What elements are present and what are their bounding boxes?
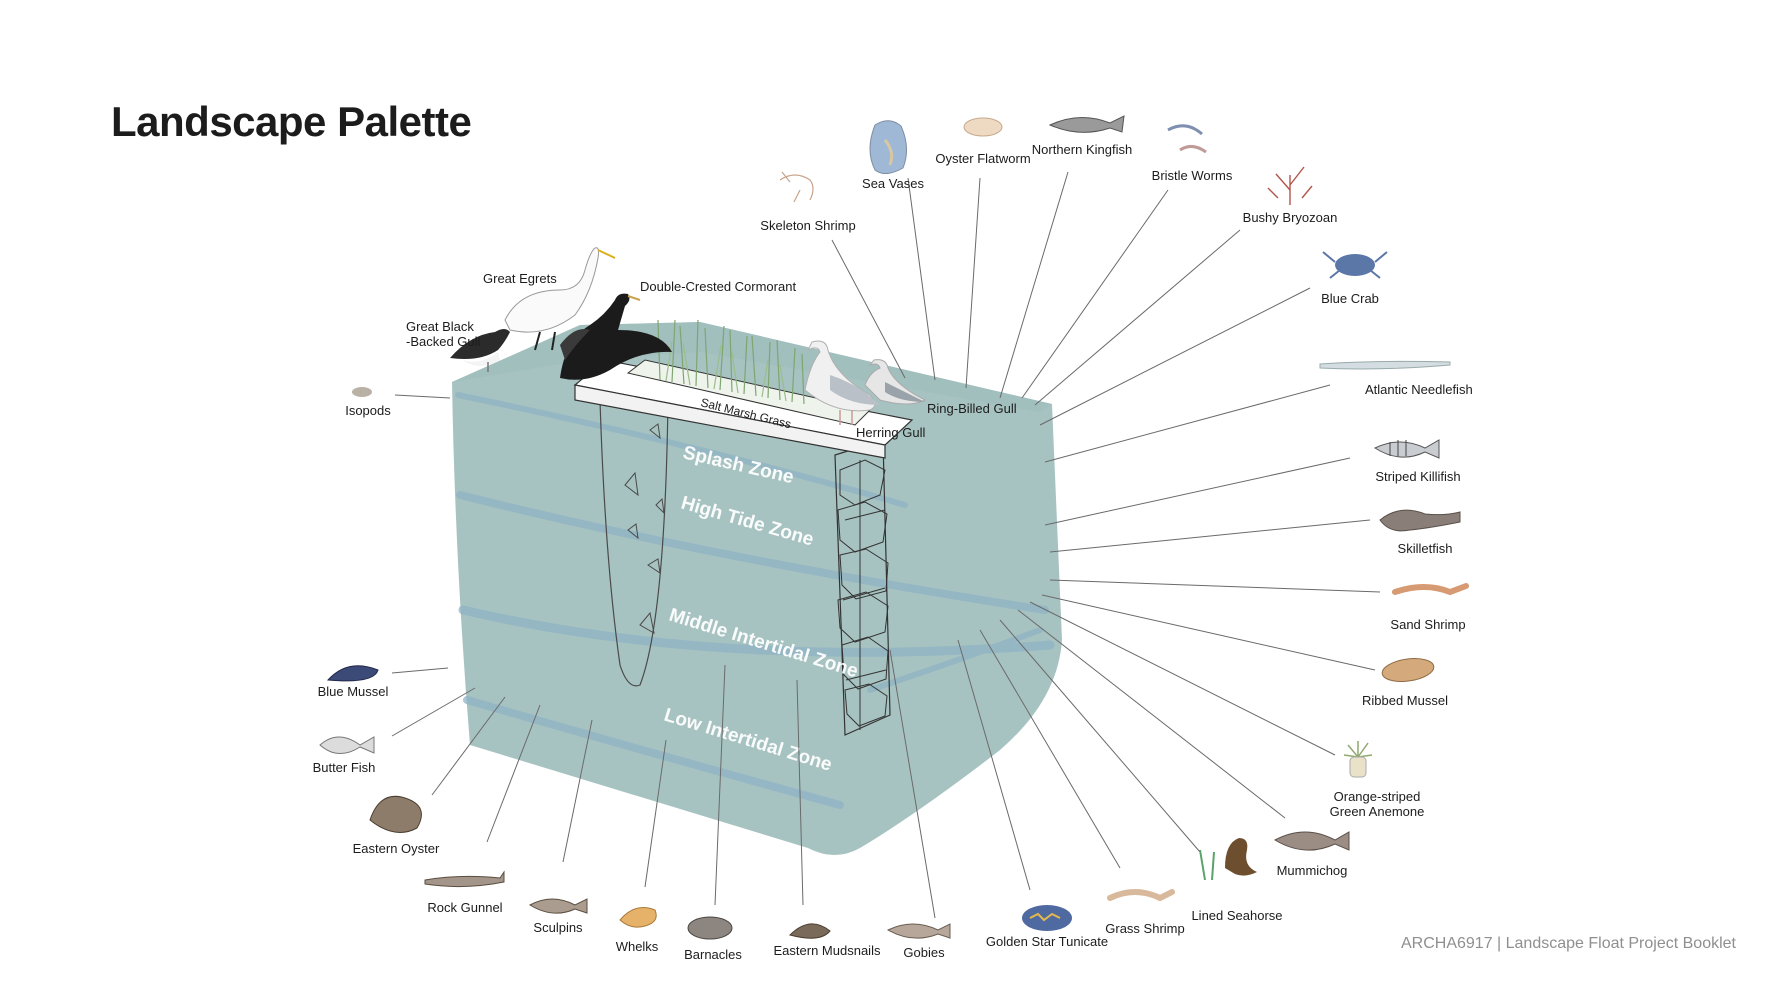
- leader-lines: [391, 171, 1381, 919]
- species-labels: Isopods Great Black -Backed Gull Great E…: [313, 142, 1473, 962]
- water-block: [452, 322, 1062, 855]
- label-skeleton-shrimp: Skeleton Shrimp: [760, 218, 855, 233]
- whelks-icon: [619, 907, 657, 928]
- sculpins-icon: [528, 898, 588, 914]
- sea-vases-icon: [869, 120, 907, 174]
- label-gbb-gull-1: Great Black: [406, 319, 474, 334]
- label-ring-billed-gull: Ring-Billed Gull: [927, 401, 1017, 416]
- gobies-icon: [886, 923, 951, 939]
- label-blue-crab: Blue Crab: [1321, 291, 1379, 306]
- label-lined-seahorse: Lined Seahorse: [1191, 908, 1282, 923]
- bristle-worms-icon: [1167, 124, 1207, 154]
- label-butter-fish: Butter Fish: [313, 760, 376, 775]
- cage-column: [834, 439, 891, 736]
- label-sea-vases: Sea Vases: [862, 176, 924, 191]
- sand-shrimp-icon: [1392, 583, 1469, 596]
- label-bristle-worms: Bristle Worms: [1152, 168, 1233, 183]
- label-striped-killifish: Striped Killifish: [1375, 469, 1460, 484]
- label-golden-star-tunicate: Golden Star Tunicate: [986, 934, 1108, 949]
- label-atlantic-needlefish: Atlantic Needlefish: [1365, 382, 1473, 397]
- eastern-mudsnails-icon: [789, 923, 831, 939]
- label-northern-kingfish: Northern Kingfish: [1032, 142, 1132, 157]
- label-ribbed-mussel: Ribbed Mussel: [1362, 693, 1448, 708]
- label-oyster-flatworm: Oyster Flatworm: [935, 151, 1030, 166]
- label-gobies: Gobies: [903, 945, 945, 960]
- label-anemone-1: Orange-striped: [1334, 789, 1421, 804]
- label-mummichog: Mummichog: [1277, 863, 1348, 878]
- ribbed-mussel-icon: [1381, 658, 1435, 682]
- cormorant-bird: [560, 293, 672, 380]
- blue-mussel-icon: [326, 665, 379, 682]
- atlantic-needlefish-icon: [1319, 360, 1451, 370]
- label-eastern-mudsnails: Eastern Mudsnails: [774, 943, 881, 958]
- label-whelks: Whelks: [616, 939, 659, 954]
- skeleton-shrimp-icon: [779, 171, 814, 203]
- label-gbb-gull-2: -Backed Gull: [406, 334, 481, 349]
- post-markings: [624, 423, 665, 634]
- label-great-egrets: Great Egrets: [483, 271, 557, 286]
- oyster-flatworm-icon: [963, 117, 1003, 137]
- water-bands: [455, 392, 1055, 809]
- grass-shrimp-icon: [1107, 889, 1175, 902]
- label-sculpins: Sculpins: [533, 920, 583, 935]
- label-sand-shrimp: Sand Shrimp: [1390, 617, 1465, 632]
- label-isopods: Isopods: [345, 403, 391, 418]
- float-post: [599, 399, 669, 687]
- ring-billed-gull-bird: [864, 359, 927, 405]
- butter-fish-icon: [319, 736, 375, 754]
- label-bushy-bryozoan: Bushy Bryozoan: [1243, 210, 1338, 225]
- footer-caption: ARCHA6917 | Landscape Float Project Book…: [1400, 935, 1736, 952]
- label-cormorant: Double-Crested Cormorant: [640, 279, 796, 294]
- orange-anemone-icon: [1343, 741, 1373, 778]
- label-rock-gunnel: Rock Gunnel: [427, 900, 502, 915]
- skilletfish-icon: [1379, 509, 1461, 532]
- blue-crab-icon: [1322, 251, 1388, 279]
- label-anemone-2: Green Anemone: [1330, 804, 1425, 819]
- great-egret-bird: [504, 247, 616, 351]
- lined-seahorse-icon: [1199, 838, 1257, 881]
- label-herring-gull: Herring Gull: [856, 425, 925, 440]
- golden-star-tunicate-icon: [1022, 905, 1072, 931]
- barnacles-icon: [687, 916, 733, 940]
- herring-gull-bird: [804, 340, 880, 425]
- great-black-backed-gull-bird: [450, 329, 510, 372]
- label-barnacles: Barnacles: [684, 947, 742, 962]
- label-eastern-oyster: Eastern Oyster: [353, 841, 440, 856]
- rock-gunnel-icon: [424, 870, 505, 888]
- mummichog-icon: [1273, 831, 1350, 851]
- label-blue-mussel: Blue Mussel: [318, 684, 389, 699]
- page-title: Landscape Palette: [111, 98, 472, 145]
- bushy-bryozoan-icon: [1267, 166, 1313, 205]
- isopods-icon: [352, 387, 372, 397]
- northern-kingfish-icon: [1048, 115, 1125, 133]
- striped-killifish-icon: [1373, 439, 1440, 459]
- eastern-oyster-icon: [369, 795, 422, 833]
- label-grass-shrimp: Grass Shrimp: [1105, 921, 1184, 936]
- label-skilletfish: Skilletfish: [1398, 541, 1453, 556]
